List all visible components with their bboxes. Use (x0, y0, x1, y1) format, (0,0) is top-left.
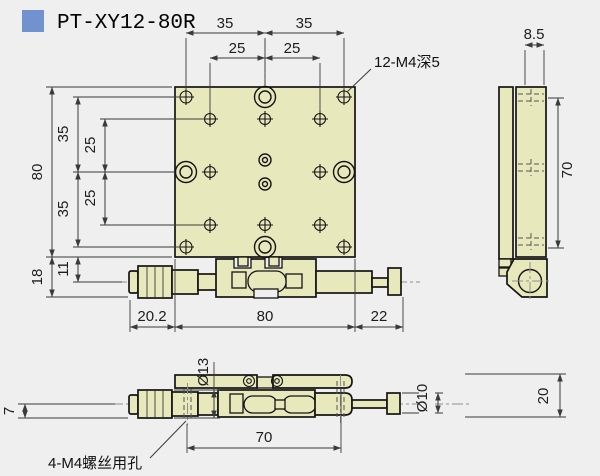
side-view: 8.5 70 (498, 26, 576, 300)
dim-bottom-202: 20.2 (137, 308, 166, 325)
base-strip-left (174, 374, 258, 389)
thread-note-label: 12-M4深5 (374, 54, 440, 71)
dim-bottom-22: 22 (371, 308, 388, 325)
dim-top-35-left: 35 (217, 15, 234, 32)
screw-clearance-note: 4-M4螺丝用孔 (48, 420, 187, 472)
dim-left-25-dn: 25 (82, 190, 99, 207)
xy-drive-mechanism (128, 256, 402, 299)
bottom-mechanism (128, 389, 401, 419)
dim-side-70: 70 (559, 162, 576, 179)
thread-note: 12-M4深5 (346, 54, 440, 93)
dim-rod-dia10: Ø10 (414, 384, 431, 412)
title-bar: PT-XY12-80R (22, 10, 196, 35)
dim-left-25-up: 25 (82, 137, 99, 154)
product-code-label: PT-XY12-80R (57, 12, 196, 35)
end-stop-knob (387, 267, 402, 296)
base-strip-right (272, 374, 353, 389)
front-view: 35 35 25 25 80 18 35 35 11 25 25 (29, 15, 440, 332)
dim-left-35-dn: 35 (55, 201, 72, 218)
front-left-dimensions: 80 18 35 35 11 25 25 (29, 86, 205, 298)
front-bottom-dimensions: 20.2 80 22 (129, 259, 404, 332)
side-dimensions: 8.5 70 (524, 26, 576, 249)
side-knob-block (506, 258, 548, 298)
dim-hole-span-70: 70 (256, 429, 273, 446)
dim-knob-dia13: Ø13 (195, 358, 212, 386)
strip-screw-heads (242, 374, 284, 388)
dim-left-18: 18 (29, 269, 46, 286)
dim-top-25-right: 25 (284, 40, 301, 57)
brand-color-swatch (22, 10, 44, 32)
dim-thickness-20: 20 (535, 388, 552, 405)
bottom-view: Ø13 7 70 Ø10 20 4-M4螺丝用孔 (1, 358, 566, 472)
screw-note-label: 4-M4螺丝用孔 (48, 455, 142, 472)
dim-top-35-right: 35 (296, 15, 313, 32)
dim-axis-7: 7 (1, 407, 18, 415)
mounting-holes (174, 85, 356, 259)
dim-bottom-80: 80 (257, 308, 274, 325)
dim-left-11: 11 (55, 261, 72, 277)
dim-left-35-up: 35 (55, 126, 72, 143)
bottom-dimensions: Ø13 7 70 Ø10 20 (1, 358, 566, 453)
dim-left-80: 80 (29, 164, 46, 181)
front-top-dimensions: 35 35 25 25 (185, 15, 345, 113)
dim-side-85: 8.5 (524, 26, 545, 43)
dim-top-25-left: 25 (229, 40, 246, 57)
